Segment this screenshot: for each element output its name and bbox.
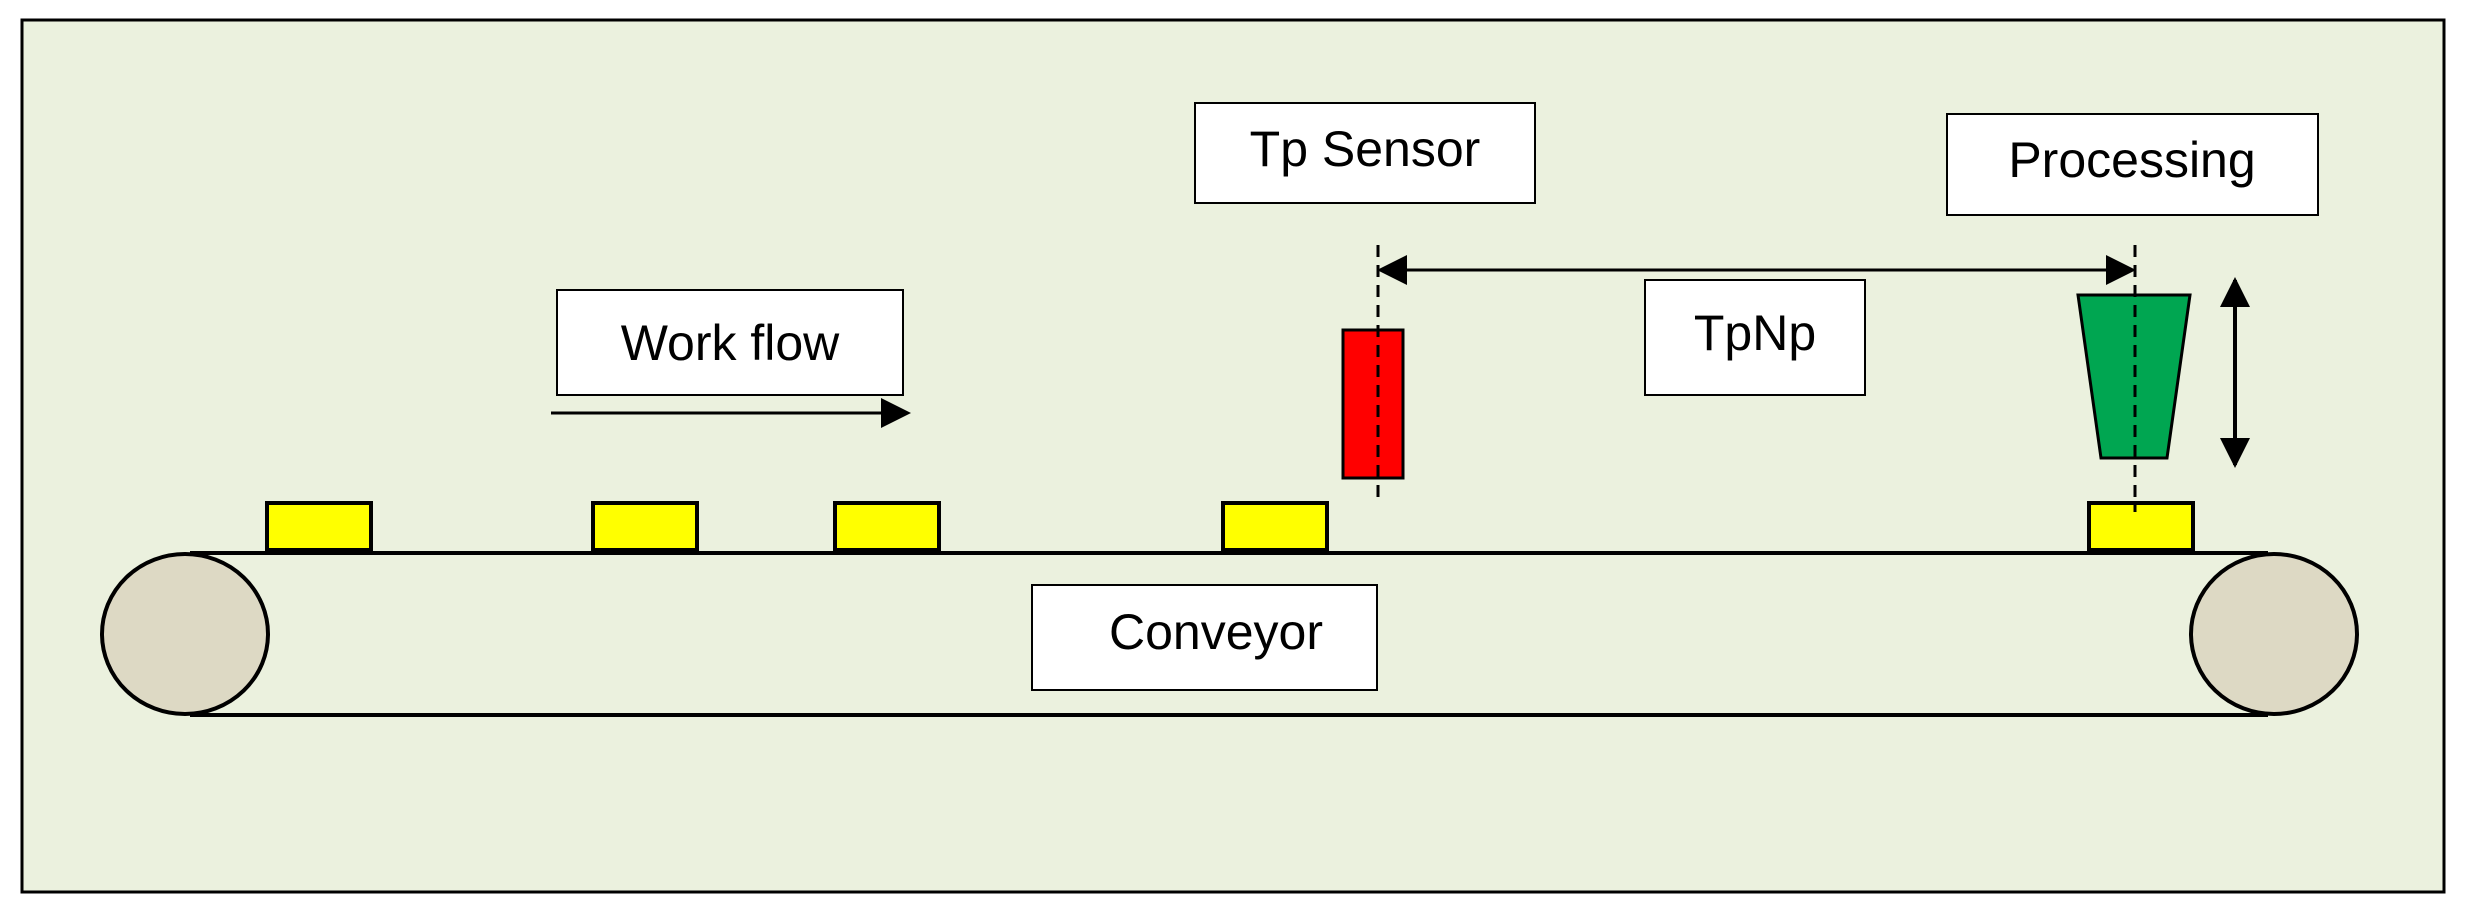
tp-sensor-label: Tp Sensor xyxy=(1250,121,1481,177)
work-items xyxy=(265,501,2195,552)
tpnp-label: TpNp xyxy=(1694,305,1816,361)
work-flow-label: Work flow xyxy=(621,315,840,371)
processing-label: Processing xyxy=(2008,132,2255,188)
work-item xyxy=(1221,501,1329,552)
conveyor-label: Conveyor xyxy=(1109,604,1323,660)
work-flow-label-box: Work flow xyxy=(556,289,904,396)
processing-label-box: Processing xyxy=(1946,113,2319,216)
work-item xyxy=(2087,501,2195,552)
tpnp-label-box: TpNp xyxy=(1644,279,1866,396)
conveyor-belt xyxy=(100,551,2359,717)
roller-left-icon xyxy=(100,552,270,716)
conveyor-label-box: Conveyor xyxy=(1031,584,1378,691)
work-item xyxy=(591,501,699,552)
sensor-icon xyxy=(1341,328,1405,480)
roller-right-icon xyxy=(2189,552,2359,716)
work-item xyxy=(265,501,373,552)
tp-sensor-label-box: Tp Sensor xyxy=(1194,102,1536,204)
work-item xyxy=(833,501,941,552)
